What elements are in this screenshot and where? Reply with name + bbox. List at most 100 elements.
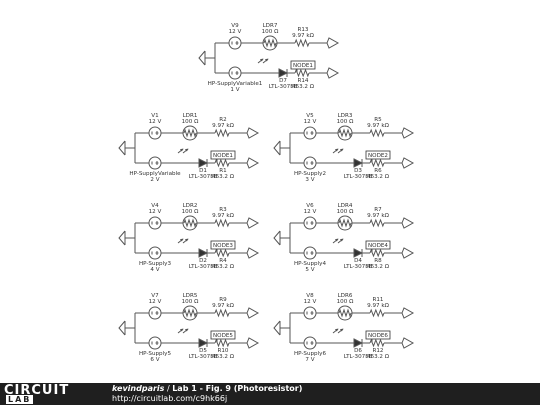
led-diode-icon: [353, 158, 364, 168]
output-terminal-icon: [401, 217, 415, 229]
source-top-value: 12 V: [304, 299, 317, 305]
supply-value: 7 V: [305, 357, 314, 363]
circuitlab-logo[interactable]: CIRCUIT LAB: [4, 384, 104, 404]
node-label-box: [210, 240, 236, 250]
resistor-bottom-name: R14: [297, 78, 308, 84]
resistor-top-name: R9: [219, 297, 227, 303]
resistor-top-icon: [214, 308, 230, 318]
voltage-source-icon: [303, 336, 317, 350]
source-circle: [148, 156, 162, 170]
diode-name: D4: [354, 258, 362, 264]
ldr-icon: [337, 125, 353, 141]
resistor-bottom-value: 463.2 Ω: [212, 174, 235, 180]
resistor-top-value: 9.97 kΩ: [212, 123, 234, 129]
diode-value: LTL-307EE: [344, 264, 373, 270]
source-circle: [148, 306, 162, 320]
node-label: NODE3: [210, 240, 236, 253]
voltage-source-icon: [228, 66, 242, 80]
node-label-text: NODE3: [213, 243, 233, 249]
output-terminal-icon: [246, 217, 260, 229]
output-terminal-icon: [246, 157, 260, 169]
resistor-top-value: 9.97 kΩ: [367, 303, 389, 309]
resistor-bottom-name: R10: [217, 348, 228, 354]
ground-icon: [273, 140, 281, 156]
led-diode-icon: [198, 158, 209, 168]
source-top-name: V5: [306, 113, 314, 119]
source-top-value: 12 V: [149, 209, 162, 215]
source-circle: [228, 36, 242, 50]
node-label: NODE6: [365, 330, 391, 343]
source-circle: [148, 246, 162, 260]
resistor-top-value: 9.97 kΩ: [367, 213, 389, 219]
node-label-text: NODE2: [368, 153, 388, 159]
ldr-icon: [182, 305, 198, 321]
led-diode-icon: [353, 338, 364, 348]
resistor-bottom-value: 463.2 Ω: [367, 264, 390, 270]
ray-head: [259, 58, 264, 62]
ray-head: [334, 238, 339, 242]
diode-triangle: [353, 248, 364, 258]
credits: kevindparis / Lab 1 - Fig. 9 (Photoresis…: [112, 384, 302, 404]
author-link[interactable]: kevindparis: [112, 384, 165, 393]
ground-triangle: [273, 320, 281, 336]
output-terminal-icon: [401, 157, 415, 169]
ground-icon: [118, 320, 126, 336]
logo-text-bottom: LAB: [4, 395, 34, 404]
diode-value: LTL-307EE: [344, 354, 373, 360]
resistor-bottom-name: R6: [374, 168, 382, 174]
resistor-bottom-value: 463.2 Ω: [212, 264, 235, 270]
supply-value: 5 V: [305, 267, 314, 273]
resistor-top-value: 9.97 kΩ: [367, 123, 389, 129]
logo-text-top: CIRCUIT: [4, 383, 70, 398]
source-circle: [148, 126, 162, 140]
output-terminal-icon: [326, 37, 340, 49]
ldr-icon: [337, 215, 353, 231]
source-top-value: 12 V: [149, 119, 162, 125]
node-label-box: [290, 60, 316, 70]
node-label-box: [365, 330, 391, 340]
node-label: NODE4: [365, 240, 391, 253]
resistor-top-value: 9.97 kΩ: [212, 213, 234, 219]
ldr-value: 100 Ω: [337, 299, 354, 305]
resistor-top-name: R3: [219, 207, 227, 213]
output-terminal-icon: [246, 337, 260, 349]
node-label-text: NODE1: [213, 153, 233, 159]
node-label-text: NODE1: [293, 63, 313, 69]
source-top-name: V6: [306, 203, 314, 209]
resistor-top-icon: [369, 218, 385, 228]
diode-value: LTL-307EE: [344, 174, 373, 180]
ground-icon: [118, 140, 126, 156]
ray-head: [184, 238, 189, 242]
ldr-zigzag: [263, 38, 277, 48]
diode-name: D3: [354, 168, 362, 174]
light-rays-icon: [332, 328, 344, 334]
ground-triangle: [273, 230, 281, 246]
ground-icon: [273, 320, 281, 336]
voltage-source-icon: [148, 216, 162, 230]
resistor-top-name: R2: [219, 117, 226, 123]
node-label-box: [365, 150, 391, 160]
diode-value: LTL-307EE: [189, 354, 218, 360]
resistor-bottom-value: 463.2 Ω: [367, 354, 390, 360]
ldr-icon: [337, 305, 353, 321]
source-top-value: 12 V: [149, 299, 162, 305]
ldr-zigzag: [338, 128, 352, 138]
ray-head: [184, 328, 189, 332]
ldr-value: 100 Ω: [262, 29, 279, 35]
supply-name: HP-SupplyVariable: [129, 171, 181, 177]
resistor-top-icon: [214, 128, 230, 138]
voltage-source-icon: [303, 156, 317, 170]
resistor-bottom-value: 463.2 Ω: [212, 354, 235, 360]
resistor-bottom-name: R12: [372, 348, 383, 354]
light-rays-icon: [257, 58, 269, 64]
node-label: NODE2: [365, 150, 391, 163]
resistor-top-name: R11: [372, 297, 383, 303]
ldr-name: LDR2: [183, 203, 198, 209]
source-top-name: V4: [151, 203, 159, 209]
circuit-url[interactable]: http://circuitlab.com/c9hk66j: [112, 394, 228, 403]
circuit-title: Lab 1 - Fig. 9 (Photoresistor): [172, 384, 303, 393]
